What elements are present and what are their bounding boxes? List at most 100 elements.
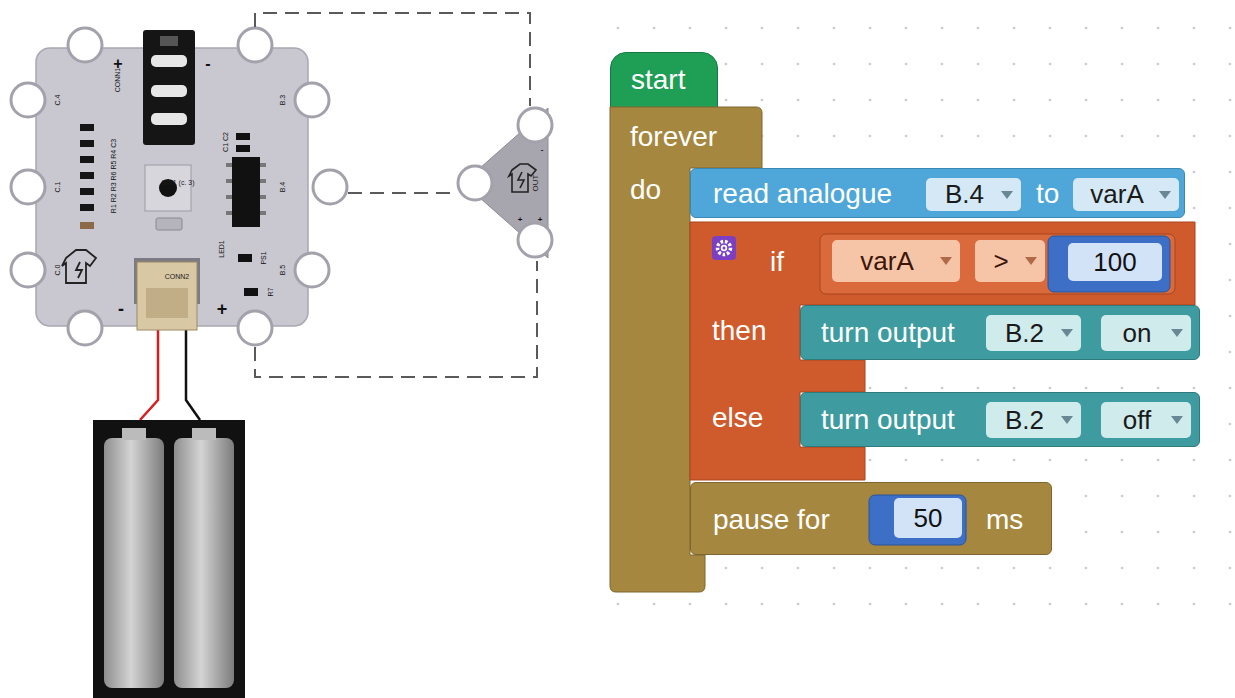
output-block: turn output B.2 on [800, 305, 1200, 360]
black-wire [186, 320, 200, 420]
sensor-module-part-part [518, 108, 552, 142]
polarity-mark: + [113, 54, 122, 73]
dropdown-arrow-part [1001, 191, 1013, 199]
dropdown-arrow [1171, 416, 1183, 424]
dropdown-arrow [940, 257, 952, 265]
pin-label: C.4 [54, 95, 62, 106]
pads-part [68, 311, 102, 345]
pin-label: R1 R2 R3 R6 R5 R4 C3 [110, 139, 118, 213]
pin-label: + [538, 215, 543, 225]
polarity-mark: - [205, 54, 210, 73]
pin-label: B.5 [279, 265, 287, 276]
pads-part [238, 28, 272, 62]
audio-jack-part [151, 113, 187, 125]
battery-holder-part [104, 438, 164, 688]
block-label: read analogue [713, 177, 892, 211]
dropdown-arrow [1171, 329, 1183, 337]
block-label: else [712, 401, 763, 435]
audio-jack-part [151, 85, 187, 97]
if-block: ifthenelsevarA>100turn outputB.2onturn o… [690, 222, 1195, 480]
block-label: forever [630, 120, 717, 154]
block-label: pause for [713, 503, 830, 537]
field-value: B.2 [1005, 405, 1044, 436]
forever-block: foreverdoread analoguetoB.4varAifthenels… [610, 107, 762, 592]
battery-holder-part [174, 438, 234, 688]
resistors [80, 124, 94, 229]
resistors-part [80, 204, 94, 211]
dropdown-arrow-part [1159, 191, 1171, 199]
resistors-part [80, 222, 94, 229]
field-value: 50 [914, 503, 943, 534]
ic-chip-part-part [226, 179, 232, 183]
audio-jack-part [143, 30, 195, 145]
block-label: to [1036, 177, 1059, 211]
part-label: OUT [531, 175, 541, 192]
pin-label: B.3 [279, 95, 287, 106]
block-label: turn output [821, 316, 955, 350]
dashed-wire [255, 13, 530, 106]
grid-dots [596, 20, 1235, 620]
ic-chip-part-part [226, 211, 232, 215]
sensor-module-part-part [518, 223, 552, 257]
ic-chip-part [236, 145, 250, 152]
battery-holder [93, 420, 245, 698]
pause-block: pause forms50 [690, 482, 1052, 555]
pin-label: B.4 [279, 182, 287, 193]
ic-chip-part [236, 133, 250, 140]
red-wire [140, 320, 158, 420]
pin-dropdown: B.4 [926, 178, 1021, 211]
dashed-wire [255, 261, 537, 377]
resistors-part [80, 188, 94, 195]
dropdown-arrow-part [1171, 416, 1183, 424]
block-label: then [712, 314, 767, 348]
dropdown-arrow-part [1061, 329, 1073, 337]
ic-chip-part-part [226, 163, 232, 167]
sensor-module: OUT [456, 106, 556, 261]
part-label: SW1 (c. 3) [161, 179, 194, 187]
switch-part [156, 218, 182, 230]
field-value: > [993, 246, 1008, 277]
ic-chip-part [226, 163, 266, 215]
conn2-socket [134, 258, 200, 330]
logo [62, 250, 96, 283]
battery-holder-part [122, 428, 146, 440]
state-dropdown: on [1101, 315, 1191, 351]
sensor-module [458, 108, 552, 258]
ic-chip-part-part [260, 179, 266, 183]
mutator-gear-icon-part [723, 247, 726, 250]
pads-part [11, 253, 45, 287]
ic-chip-part [244, 288, 258, 296]
state-dropdown: off [1101, 402, 1191, 438]
pcb-board [11, 28, 347, 345]
operator-dropdown: > [975, 240, 1045, 282]
ic-chip-part-part [260, 211, 266, 215]
pads-part [11, 170, 45, 204]
dropdown-arrow [1001, 191, 1013, 199]
resistors-part [80, 140, 94, 147]
field-value: 100 [1093, 247, 1136, 278]
field-value: B.2 [1005, 318, 1044, 349]
switch [145, 165, 191, 230]
mutator-gear-icon-part [721, 245, 727, 251]
battery-holder-part [93, 420, 245, 698]
part-label: CONN2 [165, 273, 190, 281]
pads-part [295, 83, 329, 117]
pin-label: C.0 [54, 265, 62, 276]
pads-part [295, 253, 329, 287]
dropdown-arrow-part [940, 257, 952, 265]
sensor-module-part-part [458, 166, 492, 200]
mutator-gear-icon-part [718, 242, 731, 255]
ic-chip-part-part [260, 163, 266, 167]
pads-part [238, 311, 272, 345]
audio-jack-part [151, 55, 187, 67]
field-value: off [1123, 405, 1151, 436]
dashed-wire [348, 192, 456, 194]
variable-dropdown: varA [832, 240, 960, 282]
dropdown-arrow-part [1025, 257, 1037, 265]
ic-chip-part [232, 157, 260, 227]
pin-dropdown: B.2 [986, 402, 1081, 438]
field-value: varA [860, 246, 913, 277]
variable-dropdown: varA [1073, 178, 1179, 211]
audio-jack [143, 30, 195, 145]
